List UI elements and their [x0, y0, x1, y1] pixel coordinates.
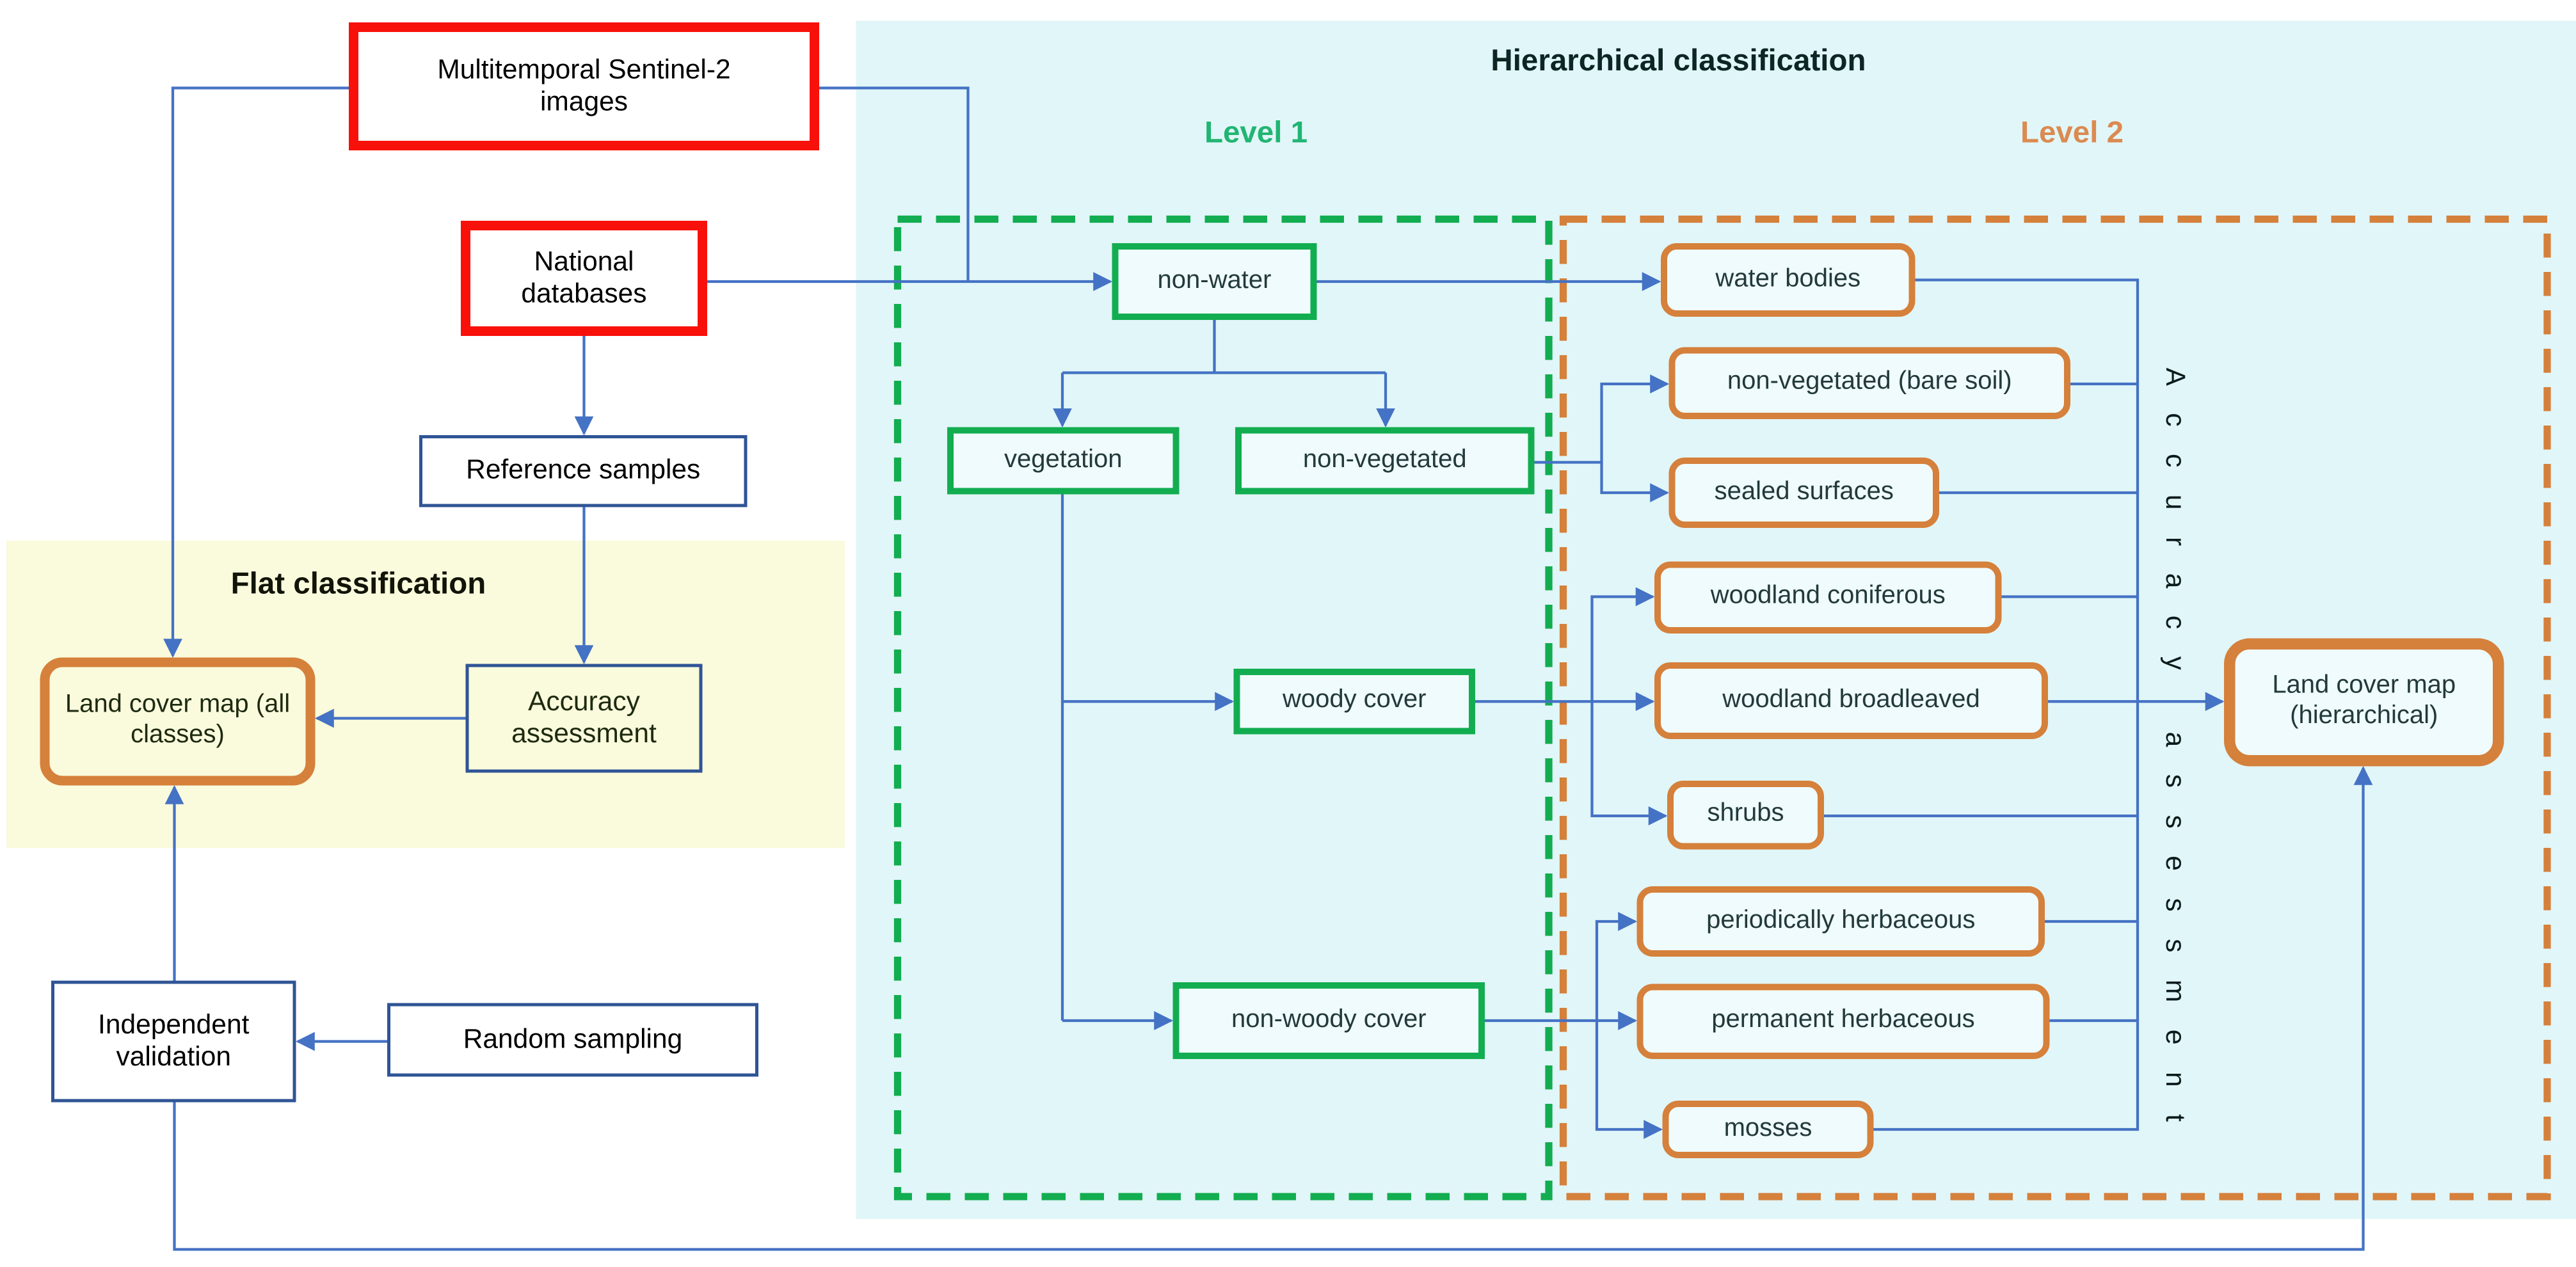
node-vegetation: vegetation: [947, 427, 1180, 495]
node-bare-soil: non-vegetated (bare soil): [1669, 347, 2071, 420]
node-sealed-surfaces: sealed surfaces: [1669, 458, 1940, 528]
accuracy-assessment-vertical-label: Accuracy assessment: [2149, 358, 2191, 1158]
node-woodland-coniferous: woodland coniferous: [1654, 562, 2002, 634]
node-woodland-broadleaved: woodland broadleaved: [1654, 662, 2048, 739]
flat-classification-title: Flat classification: [118, 568, 598, 603]
node-shrubs: shrubs: [1667, 781, 1824, 850]
node-random-sampling: Random sampling: [387, 1003, 758, 1077]
node-land-cover-map-flat: Land cover map (all classes): [40, 658, 316, 786]
node-sentinel-images: Multitemporal Sentinel-2 images: [349, 22, 819, 150]
node-accuracy-assessment-flat: Accuracy assessment: [466, 664, 703, 773]
node-non-water: non-water: [1112, 243, 1317, 320]
node-national-databases: National databases: [461, 221, 707, 336]
node-reference-samples: Reference samples: [419, 435, 748, 507]
node-independent-validation: Independent validation: [51, 981, 296, 1103]
node-permanent-herbaceous: permanent herbaceous: [1637, 984, 2050, 1060]
node-water-bodies: water bodies: [1661, 243, 1916, 317]
node-mosses: mosses: [1663, 1101, 1874, 1158]
level1-label: Level 1: [1096, 117, 1416, 152]
node-land-cover-map-hierarchical: Land cover map (hierarchical): [2224, 639, 2504, 767]
node-periodically-herbaceous: periodically herbaceous: [1637, 886, 2045, 957]
hierarchical-classification-title: Hierarchical classification: [1359, 45, 1999, 80]
node-non-vegetated: non-vegetated: [1235, 427, 1535, 495]
node-woody-cover: woody cover: [1234, 669, 1476, 735]
level2-label: Level 2: [1912, 117, 2232, 152]
node-non-woody-cover: non-woody cover: [1173, 982, 1485, 1059]
